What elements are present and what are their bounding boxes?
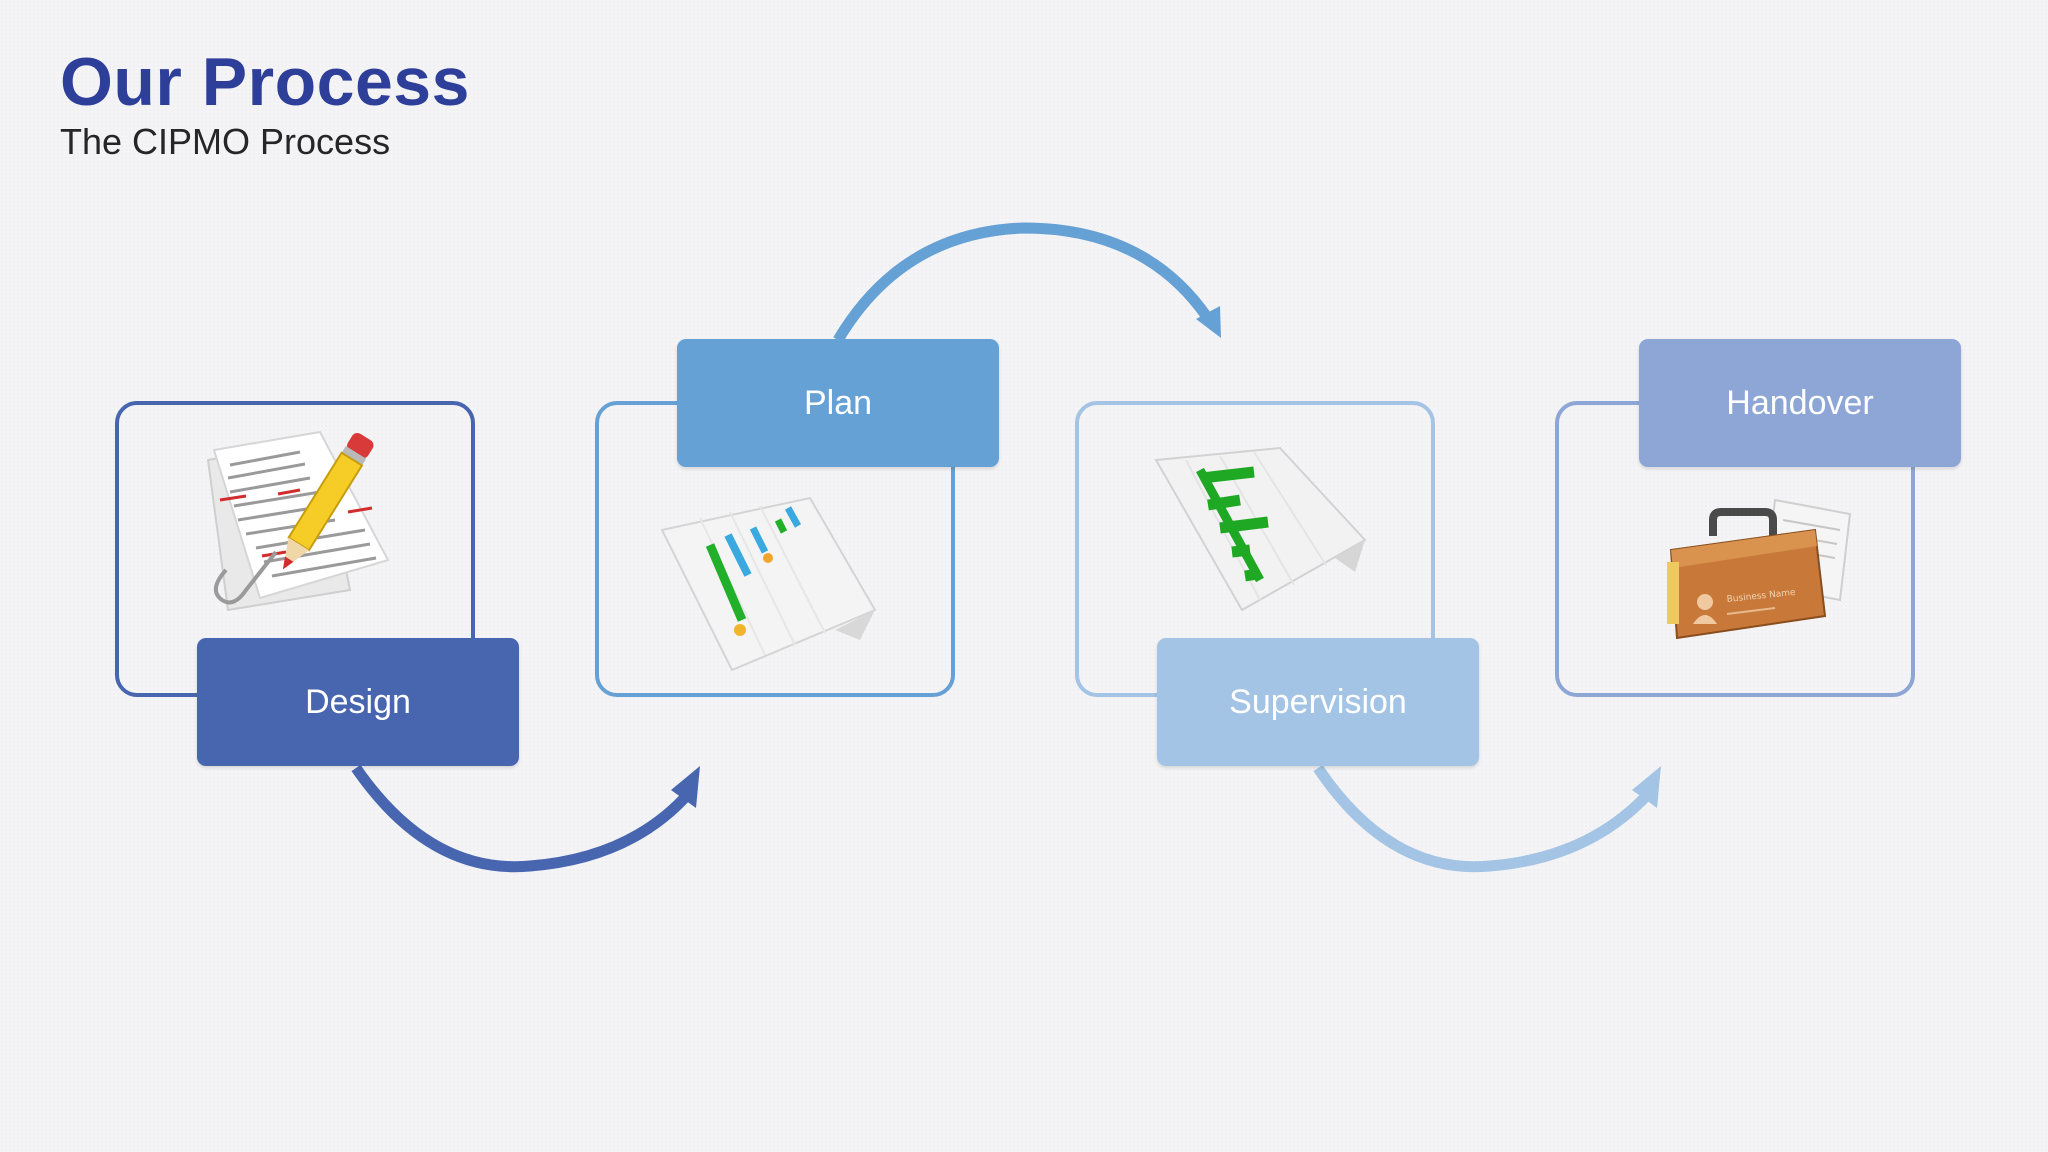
arrow-supervision-to-handover-head (1632, 766, 1661, 808)
document-pencil-icon (206, 430, 390, 612)
step-supervision-label: Supervision (1157, 638, 1479, 766)
briefcase-icon: Business Name (1667, 498, 1852, 640)
arrow-design-to-plan (351, 764, 695, 873)
slide-title: Our Process (60, 44, 470, 120)
step-handover-label: Handover (1639, 339, 1961, 467)
step-design-label: Design (197, 638, 519, 766)
arrow-plan-to-supervision (833, 222, 1212, 343)
bar-chart-document-icon (1154, 446, 1367, 612)
gantt-chart-document-icon (660, 496, 877, 672)
step-plan-label: Plan (677, 339, 999, 467)
slide-subtitle: The CIPMO Process (60, 121, 391, 162)
arrow-design-to-plan-head (671, 766, 700, 808)
arrow-supervision-to-handover (1313, 764, 1655, 873)
arrow-plan-to-supervision-head (1196, 306, 1221, 338)
